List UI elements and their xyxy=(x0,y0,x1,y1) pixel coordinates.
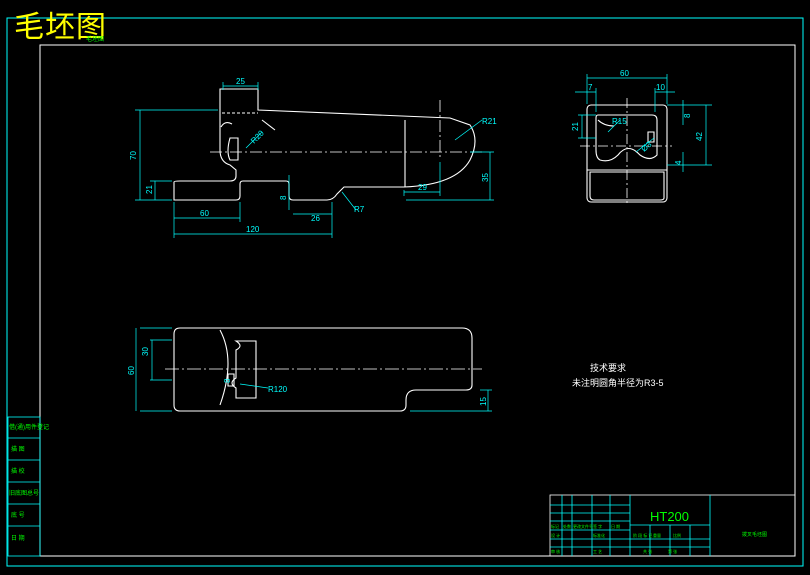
tb-label: 重量 xyxy=(653,532,661,538)
tech-req-text: 未注明圆角半径为R3-5 xyxy=(572,377,664,388)
tb-label: 设 计 xyxy=(551,532,560,538)
dim-label: 29 xyxy=(418,183,427,192)
dim-label: 35 xyxy=(481,173,490,182)
stamp-label: 底 号 xyxy=(11,511,25,519)
side-dimensions xyxy=(575,74,712,172)
tb-label: 签 字 xyxy=(593,523,602,529)
stamp-label: 日 期 xyxy=(11,534,25,542)
dim-label: 15 xyxy=(479,397,488,406)
dim-label: 21 xyxy=(571,122,580,131)
top-dimensions xyxy=(135,327,492,412)
dim-label: 120 xyxy=(246,225,260,234)
stamp-label: 描 图 xyxy=(11,445,25,453)
dim-label: R7 xyxy=(354,205,365,214)
dim-label: 7 xyxy=(588,83,593,92)
front-dimensions xyxy=(135,82,494,238)
dim-label: 21 xyxy=(145,185,154,194)
tb-label: 阶 段 标 记 xyxy=(633,532,652,538)
dim-label: 60 xyxy=(620,69,629,78)
left-stamp-labels: 借(通)用件登记 描 图 描 校 旧底图总号 底 号 日 期 xyxy=(9,423,49,542)
drawing-title-small: 毛坯图 xyxy=(86,36,105,43)
top-dim-labels: 60 30 8 R120 15 xyxy=(127,347,488,406)
dim-label: 30 xyxy=(141,347,150,356)
top-view: 60 30 8 R120 15 xyxy=(127,327,492,412)
dim-label: 26 xyxy=(311,214,320,223)
dim-label: 42 xyxy=(695,132,704,141)
front-view-outline xyxy=(173,88,476,201)
side-view: 60 7 10 21 8 42 4 R15 Ø3 xyxy=(571,69,712,205)
material-text: HT200 xyxy=(650,509,689,524)
drawing-frame xyxy=(6,17,804,567)
tech-requirements: 技术要求 未注明圆角半径为R3-5 xyxy=(572,362,664,388)
dim-label: 60 xyxy=(127,366,136,375)
stamp-label: 旧底图总号 xyxy=(9,489,39,497)
stamp-label: 借(通)用件登记 xyxy=(9,423,49,431)
tb-label: 审 核 xyxy=(551,548,560,554)
inner-frame xyxy=(39,44,796,557)
dim-label: R21 xyxy=(482,117,497,126)
tb-label: 工 艺 xyxy=(593,549,602,554)
dim-label: 4 xyxy=(674,160,683,165)
title-block-name: 拨叉毛坯图 xyxy=(742,531,767,538)
tech-req-heading: 技术要求 xyxy=(590,362,626,373)
left-stamp xyxy=(7,416,41,557)
tb-label: 比例 xyxy=(673,532,681,538)
tb-label: 标记 xyxy=(551,523,559,529)
tb-label: 更改文件号 xyxy=(573,523,593,529)
dim-label: 8 xyxy=(223,378,232,383)
tb-label: 第 张 xyxy=(668,548,677,554)
title-block xyxy=(549,494,796,557)
dim-label: 70 xyxy=(129,151,138,160)
tb-label: 日 期 xyxy=(611,523,620,529)
tb-label: 共 张 xyxy=(643,548,652,554)
tb-label: 标准化 xyxy=(593,532,605,538)
outer-frame xyxy=(6,17,804,567)
dim-label: 10 xyxy=(656,83,665,92)
tb-label: 处数 xyxy=(563,523,571,529)
drawing-title: 毛坯图 xyxy=(14,10,107,45)
dim-label: 8 xyxy=(683,113,692,118)
dim-label: 8 xyxy=(279,195,288,200)
stamp-label: 描 校 xyxy=(11,467,25,475)
dim-label: 25 xyxy=(236,77,245,86)
dim-label: R120 xyxy=(268,385,288,394)
dim-label: 60 xyxy=(200,209,209,218)
dim-label: R15 xyxy=(612,117,627,126)
title-block-labels: 标记 处数 更改文件号 签 字 日 期 设 计 标准化 审 核 工 艺 阶 段 … xyxy=(551,523,681,554)
top-view-outline xyxy=(173,327,473,412)
